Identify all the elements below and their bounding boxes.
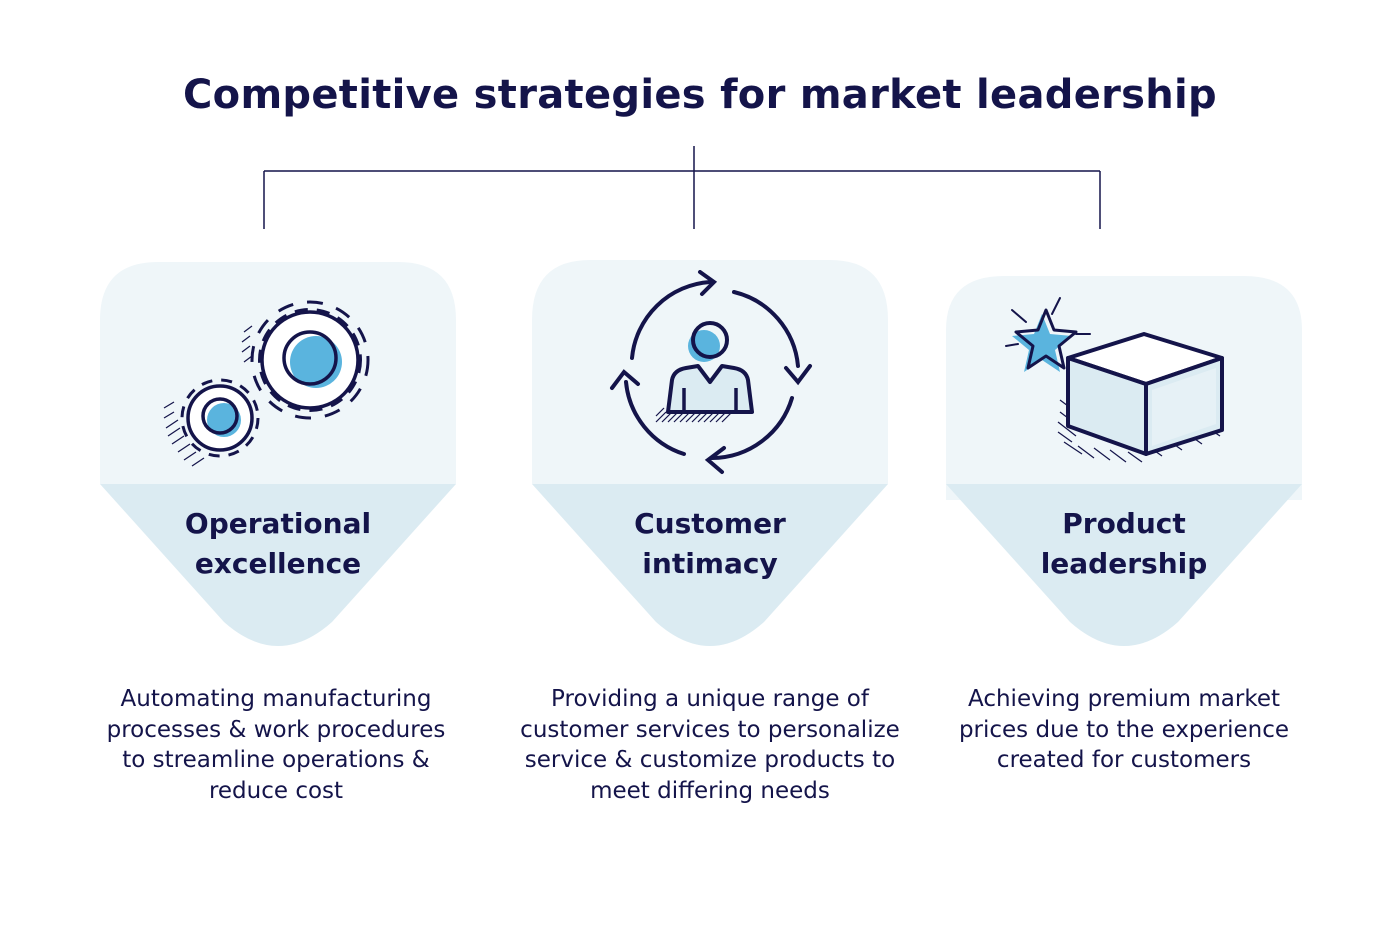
- strategy-card-customer-intimacy: Customer intimacy: [532, 258, 888, 650]
- star-box-icon: [1005, 297, 1224, 463]
- card-title: Operational excellence: [184, 507, 372, 580]
- strategy-card-operational-excellence: Operational excellence: [100, 258, 456, 650]
- strategy-description-customer-intimacy: Providing a unique range of customer ser…: [520, 686, 900, 804]
- card-title: Product leadership: [1040, 507, 1208, 580]
- gears-icon: [163, 300, 370, 467]
- diagram-title: Competitive strategies for market leader…: [183, 72, 1217, 118]
- connector-lines: [263, 146, 1101, 229]
- strategy-description-operational-excellence: Automating manufacturing processes & wor…: [106, 686, 446, 804]
- customer-cycle-icon: [610, 270, 812, 474]
- strategy-description-product-leadership: Achieving premium market prices due to t…: [958, 686, 1290, 773]
- card-title: Customer intimacy: [634, 507, 786, 580]
- strategy-card-product-leadership: Product leadership: [946, 258, 1302, 650]
- card-shape: [532, 260, 888, 646]
